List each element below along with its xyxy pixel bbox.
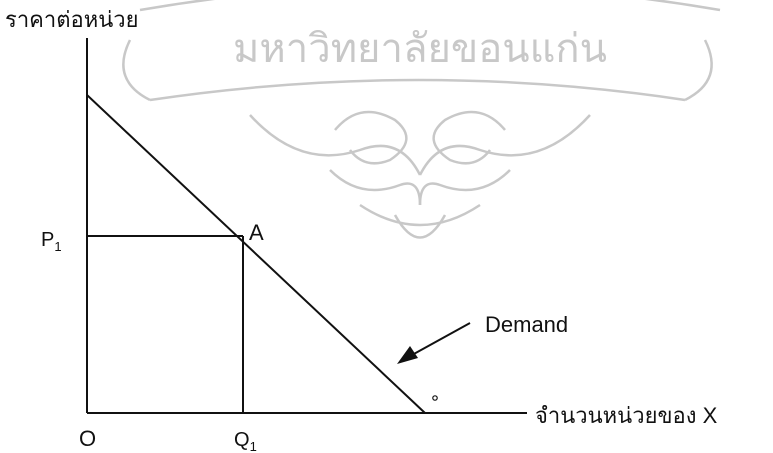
- demand-pointer-arrowhead: [397, 346, 418, 364]
- watermark-text: มหาวิทยาลัยขอนแก่น: [233, 26, 607, 72]
- demand-label: Demand: [485, 312, 568, 337]
- seal-ornament-drop: [393, 214, 447, 239]
- quantity-q1-label: Q1: [234, 429, 257, 453]
- seal-top-arc: [139, 0, 721, 12]
- seal-right-side: [684, 39, 713, 102]
- quantity-q-letter: Q: [234, 429, 250, 451]
- seal-ornament-curl-1: [329, 169, 422, 206]
- price-subscript: 1: [54, 239, 61, 254]
- stray-dot: [432, 395, 438, 401]
- point-a-label: A: [249, 220, 264, 245]
- price-p1-label: P1: [41, 229, 62, 254]
- seal-left-side: [122, 39, 151, 102]
- price-p-letter: P: [41, 229, 54, 251]
- y-axis-label: ราคาต่อหน่วย: [5, 7, 139, 32]
- x-axis-label: จำนวนหน่วยของ X: [535, 403, 718, 428]
- demand-line: [86, 94, 426, 414]
- seal-ornament-loop-1: [334, 110, 408, 165]
- quantity-subscript: 1: [250, 439, 257, 453]
- seal-ornament-curl-2: [418, 169, 511, 206]
- watermark-seal: [122, 0, 721, 239]
- demand-pointer-shaft: [411, 322, 471, 356]
- seal-lower-band: [149, 78, 686, 102]
- origin-label: O: [79, 426, 96, 451]
- seal-ornament-loop-2: [432, 110, 506, 165]
- seal-ornament-right: [418, 114, 591, 176]
- seal-ornament-base: [359, 203, 481, 227]
- seal-ornament-left: [249, 114, 422, 176]
